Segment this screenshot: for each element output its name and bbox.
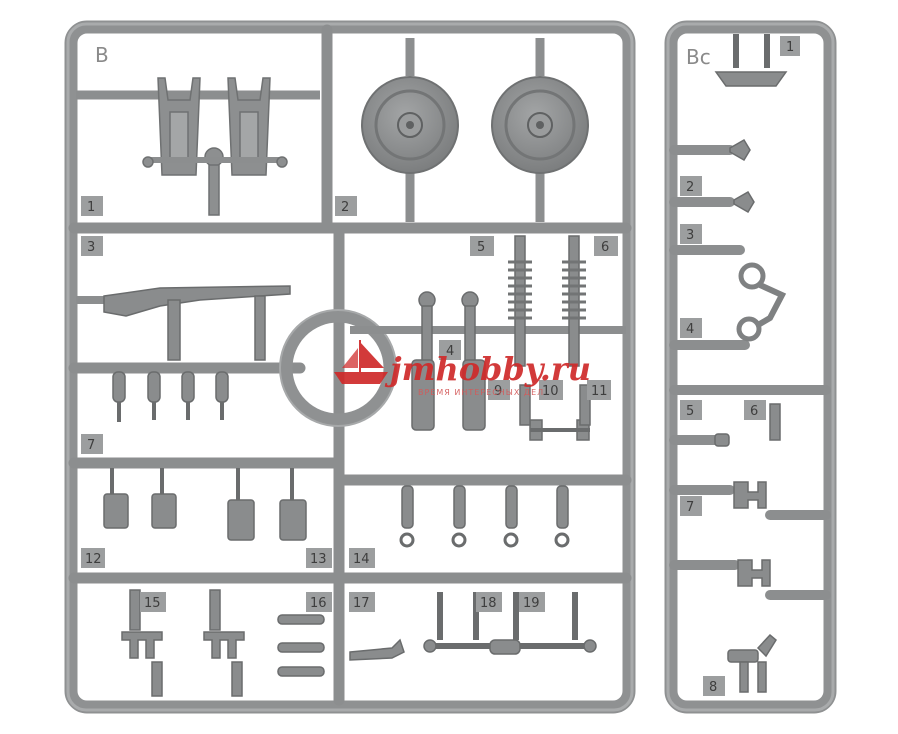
part-small-handles bbox=[399, 485, 570, 548]
part-number-label: 2 bbox=[341, 200, 349, 215]
part-number-label: 9 bbox=[494, 384, 502, 399]
side-sprue-tags bbox=[680, 36, 800, 696]
part-number-label: 13 bbox=[310, 552, 327, 567]
part-clamps bbox=[519, 384, 591, 441]
part-seat-frames bbox=[76, 77, 320, 216]
part-number-label: 8 bbox=[709, 680, 717, 695]
part-number-label: 2 bbox=[686, 180, 694, 195]
part-number-label: 10 bbox=[542, 384, 559, 399]
part-number-label: 14 bbox=[353, 552, 370, 567]
part-number-label: 4 bbox=[446, 344, 454, 359]
part-springs bbox=[508, 260, 586, 320]
part-number-label: 3 bbox=[686, 228, 694, 243]
part-number-label: 18 bbox=[480, 596, 497, 611]
part-number-label: 7 bbox=[686, 500, 694, 515]
side-sprue-frame bbox=[664, 20, 837, 714]
part-number-label: 17 bbox=[353, 596, 370, 611]
watermark-text: jmhobby.ru bbox=[384, 350, 591, 388]
side-sprue-letter: Bc bbox=[686, 45, 711, 69]
part-number-label: 4 bbox=[686, 322, 694, 337]
side-sprue-parts bbox=[714, 34, 788, 693]
side-sprue-frame-highlight bbox=[666, 22, 835, 712]
part-number-label: 6 bbox=[601, 240, 609, 255]
part-number-label: 15 bbox=[144, 596, 161, 611]
part-number-label: 3 bbox=[87, 240, 95, 255]
part-number-label: 11 bbox=[591, 384, 608, 399]
main-sprue-frame-highlight bbox=[66, 22, 634, 712]
part-boxes bbox=[103, 468, 307, 541]
part-number-label: 1 bbox=[786, 40, 794, 55]
side-sprue-runners bbox=[669, 145, 831, 600]
part-small-bottles bbox=[112, 371, 229, 422]
part-number-label: 7 bbox=[87, 438, 95, 453]
part-number-label: 5 bbox=[686, 404, 694, 419]
main-sprue-runners bbox=[68, 24, 632, 706]
central-ring bbox=[279, 309, 397, 427]
part-number-label: 19 bbox=[523, 596, 540, 611]
ship-logo-icon bbox=[334, 340, 388, 384]
part-number-label: 12 bbox=[85, 552, 102, 567]
main-sprue-tags bbox=[81, 196, 618, 612]
part-number-label: 5 bbox=[477, 240, 485, 255]
part-number-label: 6 bbox=[750, 404, 758, 419]
part-rifle bbox=[76, 285, 291, 361]
part-number-label: 16 bbox=[310, 596, 327, 611]
part-number-label: 1 bbox=[87, 200, 95, 215]
part-brackets bbox=[121, 589, 597, 697]
watermark-subtext: ВРЕМЯ ИНТЕРЕСНЫХ ДЕЛ bbox=[418, 388, 544, 397]
watermark: jmhobby.ru ВРЕМЯ ИНТЕРЕСНЫХ ДЕЛ bbox=[334, 340, 591, 397]
sprue-letter: B bbox=[95, 43, 109, 67]
part-wheels bbox=[361, 38, 589, 222]
